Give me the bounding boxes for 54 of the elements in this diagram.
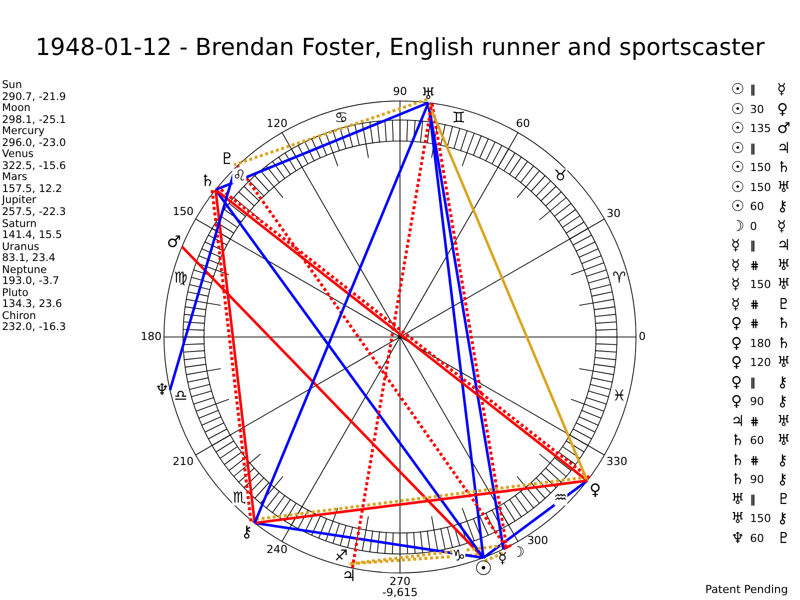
aspect-entry: ♃ ⋕ ♅ bbox=[731, 412, 792, 431]
aspect-entry: ☿ ⋕ ♅ bbox=[731, 256, 792, 275]
planet-coordinates: 257.5, -22.3 bbox=[2, 207, 66, 219]
aspect-entry: ♀ ‖ ⚷ bbox=[731, 372, 789, 392]
planet-name: Sun bbox=[2, 80, 22, 92]
planet-name: Venus bbox=[2, 149, 34, 161]
aspect-entry: ♀ 90 ⚷ bbox=[731, 392, 789, 412]
footer-note: Patent Pending bbox=[705, 584, 788, 596]
aspect-entry: ♅ ‖ ♇ bbox=[731, 490, 792, 509]
aspect-entry: ♀ ⋕ ♄ bbox=[731, 314, 792, 334]
aspect-entry: ☉ 150 ♄ bbox=[731, 158, 792, 178]
planet-coordinates: 290.7, -21.9 bbox=[2, 92, 66, 103]
planet-coordinates: 322.5, -15.6 bbox=[2, 160, 66, 172]
aspect-entry: ♄ ⋕ ⚷ bbox=[731, 450, 789, 470]
planet-coordinates: 193.0, -3.7 bbox=[2, 276, 60, 288]
planet-symbol: ♅ bbox=[420, 84, 436, 103]
planet-coordinates: 134.3, 23.6 bbox=[2, 299, 62, 311]
aspect-entry: ☉ 150 ♅ bbox=[731, 178, 792, 197]
aspect-entry: ♀ 180 ♄ bbox=[731, 334, 792, 353]
planet-name: Uranus bbox=[2, 242, 40, 253]
aspect-entry: ♀ 120 ♅ bbox=[731, 353, 792, 372]
planet-coordinates: 141.4, 15.5 bbox=[2, 230, 62, 242]
planet-name: Neptune bbox=[2, 264, 47, 276]
planet-name: Saturn bbox=[2, 218, 37, 230]
aspect-entry: ☿ 150 ♅ bbox=[731, 275, 792, 294]
planet-coordinates: 83.1, 23.4 bbox=[2, 253, 56, 265]
planet-coordinates: 298.1, -25.1 bbox=[2, 114, 66, 126]
aspect-entry: ☉ ‖ ♃ bbox=[731, 138, 792, 158]
planet-name: Mercury bbox=[2, 126, 45, 138]
planet-coordinates: 232.0, -16.3 bbox=[2, 322, 66, 334]
aspect-entry: ♅ 150 ⚷ bbox=[731, 509, 789, 528]
aspect-entry: ☉ ‖ ☿ bbox=[731, 80, 788, 100]
aspect-entry: ☉ 60 ⚷ bbox=[731, 197, 789, 216]
planet-coordinates: 157.5, 12.2 bbox=[2, 184, 62, 195]
aspect-entry: ☉ 30 ♀ bbox=[731, 100, 789, 119]
planet-name: Chiron bbox=[2, 310, 36, 322]
degree-label: 270 bbox=[390, 576, 410, 588]
aspect-entry: ♄ 60 ♅ bbox=[731, 431, 792, 450]
aspect-entry: ♄ 90 ⚷ bbox=[731, 470, 789, 490]
chart-value: -9,615 bbox=[382, 587, 418, 599]
aspect-entry: ☿ ‖ ♃ bbox=[731, 236, 792, 256]
planet-name: Moon bbox=[2, 103, 31, 115]
degree-label: 90 bbox=[393, 86, 407, 98]
planet-name: Pluto bbox=[2, 288, 28, 299]
planet-name: Jupiter bbox=[2, 195, 36, 207]
planet-coordinates: 296.0, -23.0 bbox=[2, 138, 66, 149]
aspect-entry: ♆ 60 ♇ bbox=[731, 528, 792, 548]
aspect-entry: ☉ 135 ♂ bbox=[731, 119, 792, 138]
degree-label: 180 bbox=[140, 331, 162, 343]
degree-label: 0 bbox=[638, 331, 646, 343]
aspect-entry: ☽ 0 ☿ bbox=[731, 216, 788, 236]
planet-name: Mars bbox=[2, 172, 28, 184]
aspect-entry: ☿ ⋕ ♇ bbox=[731, 294, 792, 314]
chart-title: 1948-01-12 - Brendan Foster, English runner and sportscaster bbox=[35, 33, 765, 61]
